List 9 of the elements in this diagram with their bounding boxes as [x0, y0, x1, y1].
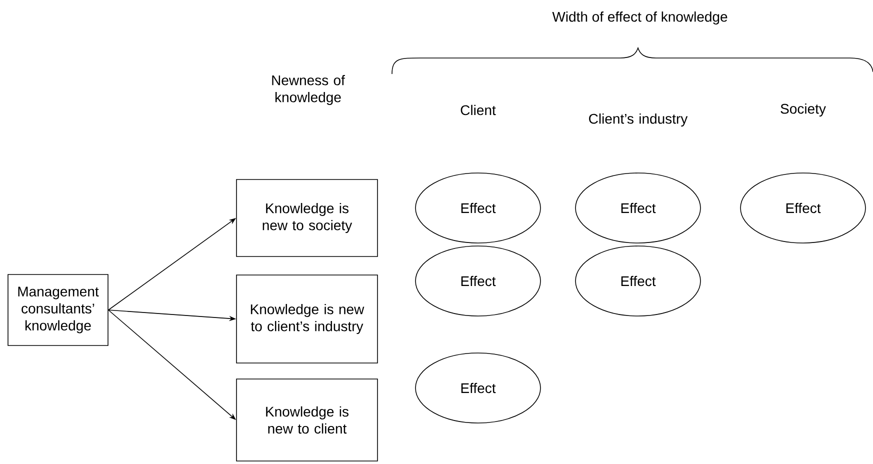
knowledge-box: Management consultants’ knowledge — [8, 274, 108, 346]
knowledge-box: Knowledge is new to client’s industry — [236, 274, 378, 364]
heading: Width of effect of knowledge — [552, 11, 728, 25]
column-heading: Client’s industry — [589, 113, 688, 127]
knowledge-box: Knowledge is new to client — [236, 378, 378, 462]
column-heading: Newness of knowledge — [272, 74, 345, 106]
column-heading: Society — [780, 103, 826, 117]
knowledge-box: Knowledge is new to society — [236, 179, 378, 257]
column-heading: Client — [460, 104, 496, 116]
